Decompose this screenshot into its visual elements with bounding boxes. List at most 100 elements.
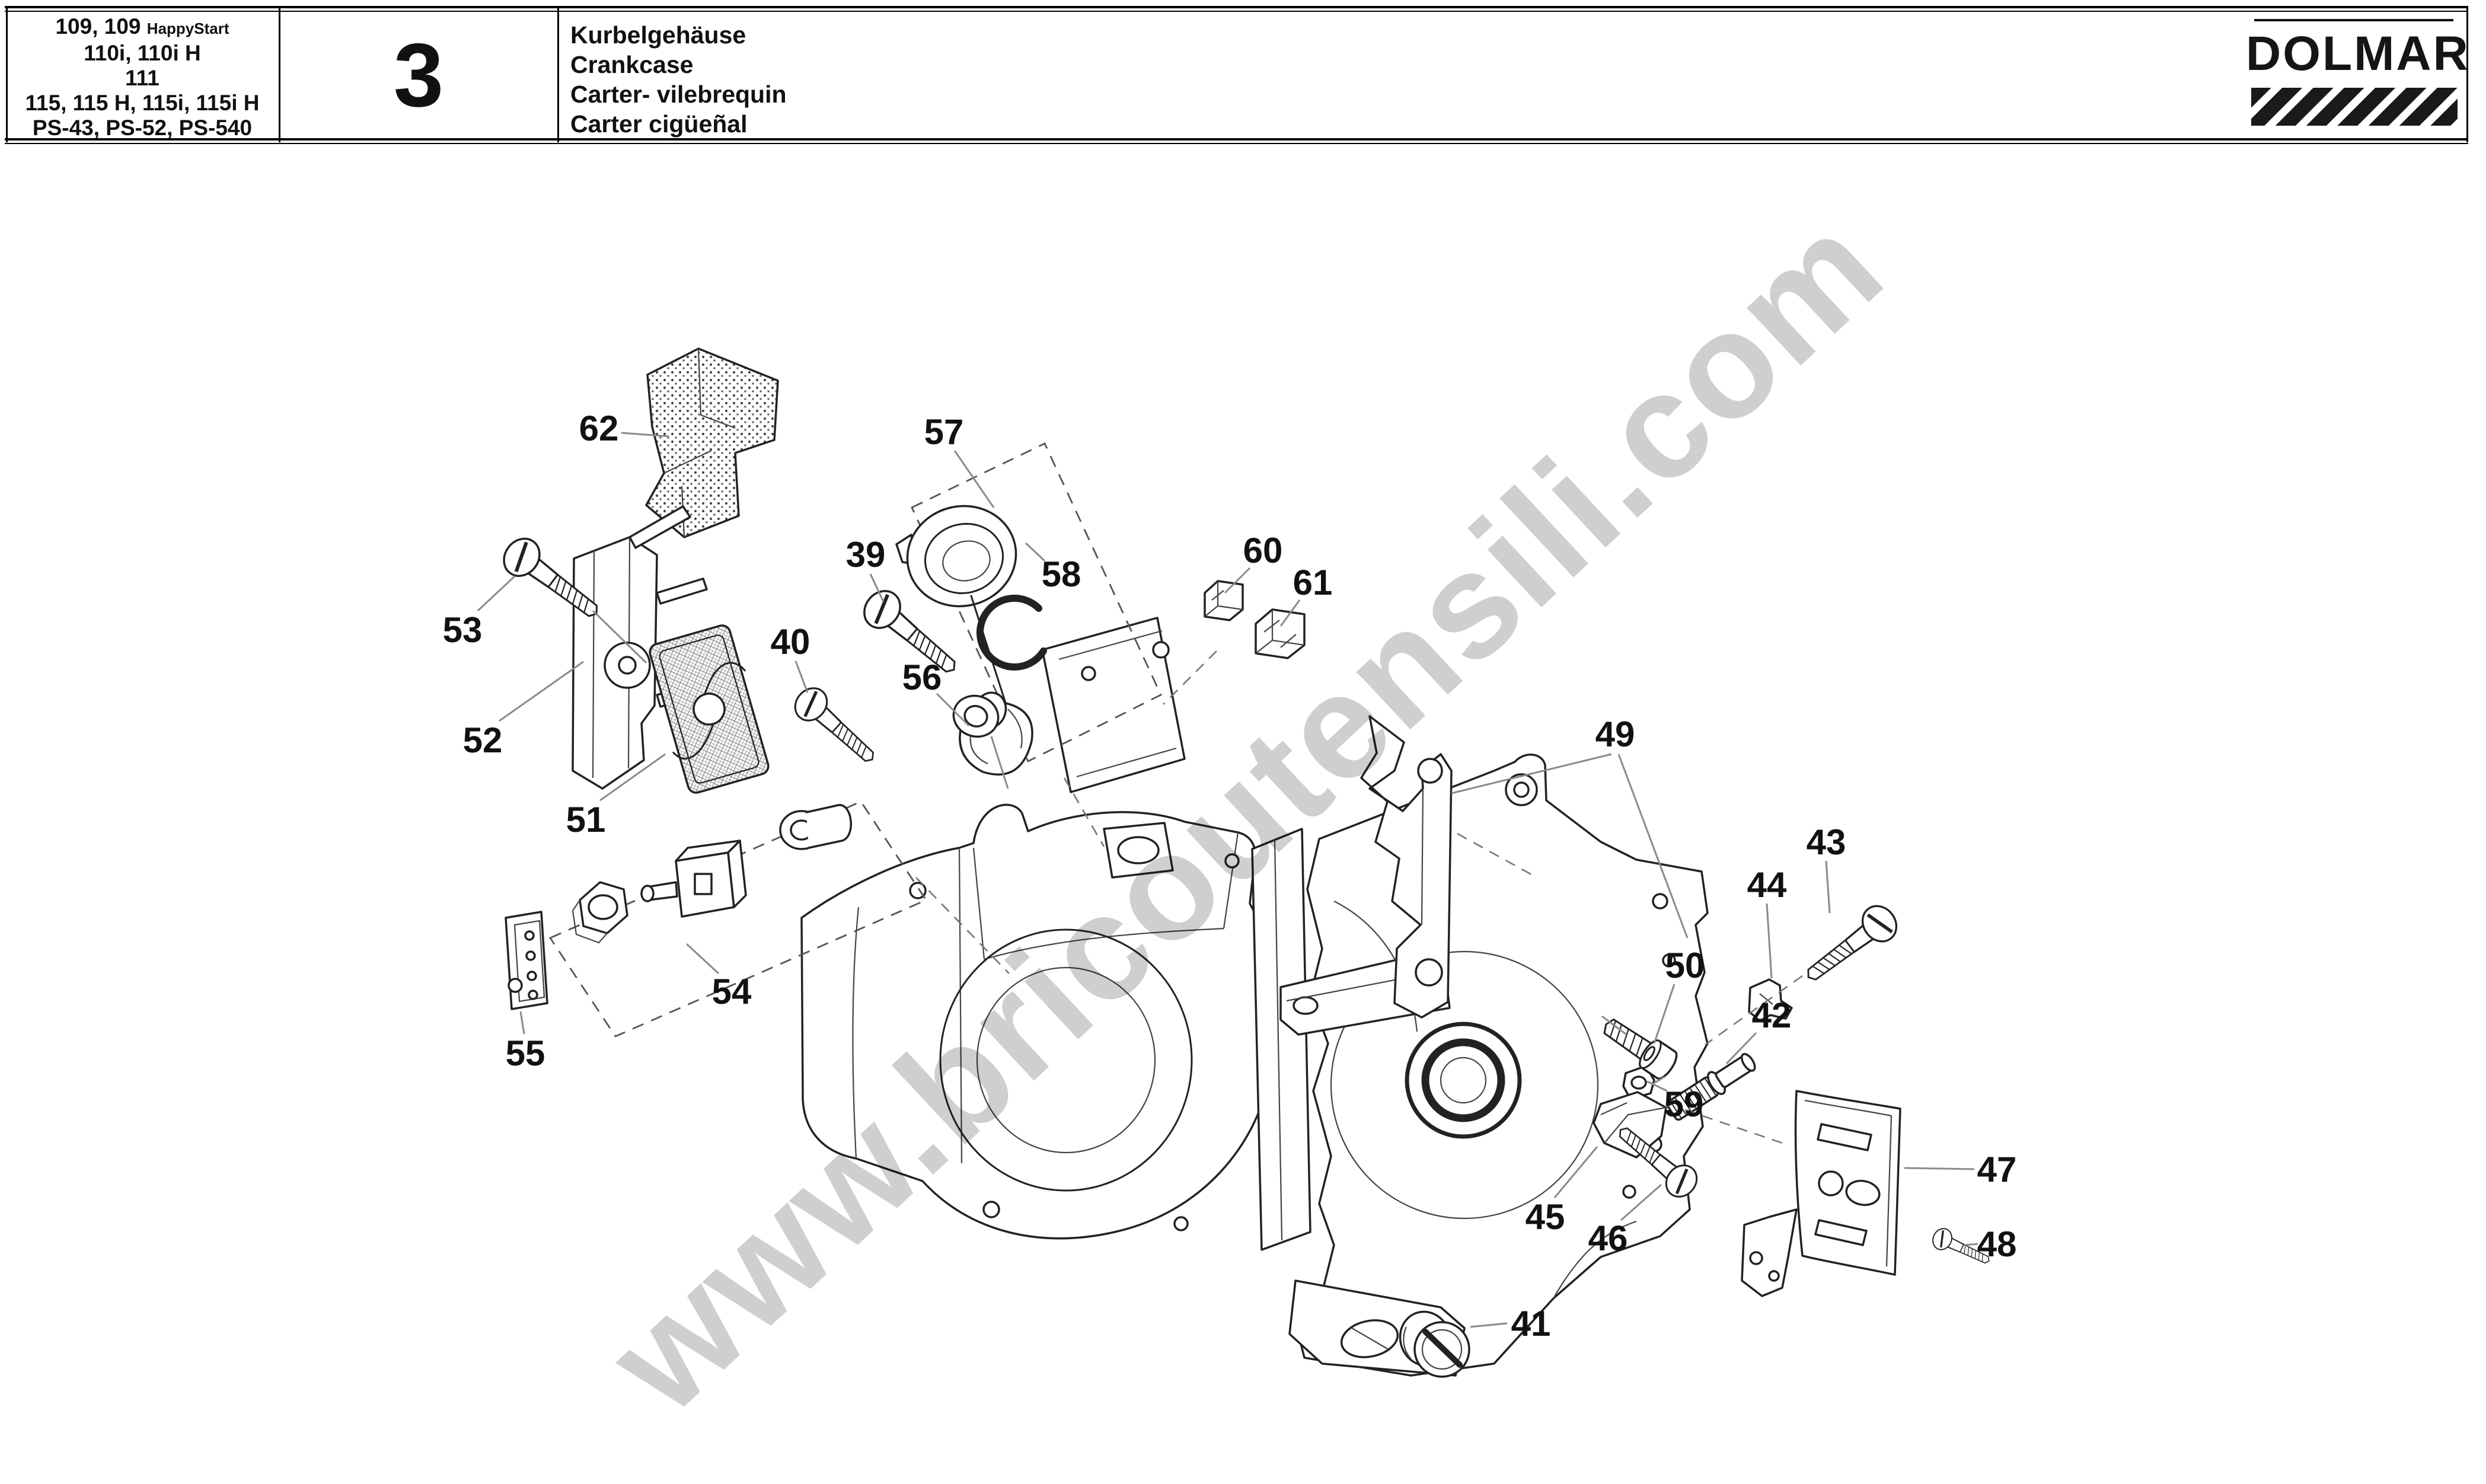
header-top-rule-2 xyxy=(5,11,2468,12)
screw-40 xyxy=(789,682,884,773)
part-label-39: 39 xyxy=(846,535,886,575)
leader-line-62 xyxy=(621,432,669,438)
header-border-right xyxy=(2466,6,2468,142)
part-callouts: 3940414243444546474849505152535455565758… xyxy=(443,409,2017,1343)
logo-hatch-bar xyxy=(2249,88,2459,126)
crankcase-gasket xyxy=(1251,828,1311,1251)
part-label-55: 55 xyxy=(506,1033,545,1073)
part-label-52: 52 xyxy=(463,720,503,760)
dolmar-logo: DOLMAR xyxy=(2246,12,2470,139)
plate-55 xyxy=(505,911,548,1010)
leader-line-39 xyxy=(869,573,885,602)
stud-42 xyxy=(1666,1053,1756,1121)
title-es: Carter cigüeñal xyxy=(570,110,748,138)
filter-plate-51 xyxy=(649,624,770,794)
section-number: 3 xyxy=(393,24,444,126)
leader-line-58 xyxy=(1025,542,1046,562)
foam-block-62 xyxy=(645,347,779,538)
dashed-box-54 xyxy=(548,800,928,1038)
leader-line-61 xyxy=(1279,599,1301,627)
part-label-46: 46 xyxy=(1588,1218,1628,1258)
leader-line-51 xyxy=(599,753,666,802)
clamp-44 xyxy=(1748,978,1793,1022)
part-label-56: 56 xyxy=(902,658,942,697)
leader-line-49 xyxy=(1617,754,1689,939)
plug-41 xyxy=(1399,1310,1470,1378)
leader-line-45 xyxy=(1553,1146,1598,1198)
leader-line-60 xyxy=(1224,567,1251,594)
fuel-cap-57 xyxy=(895,442,1162,775)
part-label-53: 53 xyxy=(443,610,483,650)
header-border-left xyxy=(6,6,8,142)
model-line-3: 111 xyxy=(125,66,159,90)
logo-wordmark: DOLMAR xyxy=(2246,27,2470,81)
part-label-59: 59 xyxy=(1664,1084,1704,1124)
title-de: Kurbelgehäuse xyxy=(570,21,746,49)
part-label-42: 42 xyxy=(1752,995,1792,1035)
leader-line-49 xyxy=(1451,753,1612,794)
part-label-54: 54 xyxy=(712,972,752,1011)
model-line-2: 110i, 110i H xyxy=(84,41,201,65)
part-label-58: 58 xyxy=(1042,554,1081,594)
crankcase-half-left xyxy=(800,803,1279,1240)
header-divider-2 xyxy=(557,6,559,142)
header-divider-1 xyxy=(279,6,280,142)
leader-line-44 xyxy=(1766,903,1773,979)
leader-line-40 xyxy=(794,660,809,693)
part-label-49: 49 xyxy=(1595,714,1635,754)
part-label-57: 57 xyxy=(924,412,964,452)
leader-line-41 xyxy=(1470,1322,1508,1328)
model-line-4: 115, 115 H, 115i, 115i H xyxy=(25,91,260,115)
leader-line-59 xyxy=(1646,1080,1668,1092)
grommet-56 xyxy=(952,691,1007,738)
model-line-1: 109, 109 HappyStart xyxy=(55,14,229,39)
part-label-43: 43 xyxy=(1807,822,1846,862)
leader-line-43 xyxy=(1825,860,1831,914)
model-list: 109, 109 HappyStart 110i, 110i H 111 115… xyxy=(7,14,277,140)
part-label-62: 62 xyxy=(579,409,619,448)
logo-top-rule xyxy=(2254,19,2453,21)
leader-line-56 xyxy=(936,692,970,727)
leader-line-57 xyxy=(953,450,995,508)
rear-mount-plate xyxy=(1041,617,1186,793)
part-label-60: 60 xyxy=(1243,531,1283,570)
part-label-45: 45 xyxy=(1526,1197,1565,1237)
dashed-box-57 xyxy=(911,442,1162,762)
header-bottom-rule-2 xyxy=(5,143,2468,144)
leader-line-42 xyxy=(1725,1032,1757,1065)
assembly-axes xyxy=(592,609,1665,1085)
leader-line-53 xyxy=(477,575,516,612)
title-fr: Carter- vilebrequin xyxy=(570,81,787,108)
part-label-50: 50 xyxy=(1665,946,1705,985)
leader-line-54 xyxy=(685,943,720,975)
leader-line-48 xyxy=(1964,1243,1978,1246)
part-label-61: 61 xyxy=(1293,563,1333,602)
part-label-48: 48 xyxy=(1977,1224,2017,1264)
leader-line-47 xyxy=(1904,1167,1975,1170)
title-en: Crankcase xyxy=(570,51,694,78)
leader-line-46 xyxy=(1620,1183,1662,1221)
spike-bumper-49 xyxy=(1360,715,1453,1019)
construction-lines xyxy=(915,650,1803,1147)
page-title: Kurbelgehäuse Crankcase Carter- vilebreq… xyxy=(570,20,787,139)
part-label-47: 47 xyxy=(1977,1150,2017,1189)
header-top-rule xyxy=(5,6,2468,8)
guide-plate-47 xyxy=(1741,1090,1901,1297)
header-bottom-rule xyxy=(5,138,2468,141)
switch-assembly-54 xyxy=(548,800,928,1038)
section-number-cell: 3 xyxy=(280,12,557,139)
retainer-ring-58 xyxy=(976,595,1047,671)
model-line-5: PS-43, PS-52, PS-540 xyxy=(32,116,253,140)
part-label-41: 41 xyxy=(1511,1304,1551,1343)
clip-60 xyxy=(1204,580,1244,621)
leader-line-50 xyxy=(1653,984,1676,1044)
nut-59 xyxy=(1622,1065,1655,1100)
part-label-44: 44 xyxy=(1747,865,1787,905)
leader-line-55 xyxy=(519,1011,525,1035)
part-label-40: 40 xyxy=(771,622,810,662)
screw-43 xyxy=(1797,899,1903,992)
leader-line-52 xyxy=(499,660,584,722)
clip-61 xyxy=(1255,608,1306,659)
